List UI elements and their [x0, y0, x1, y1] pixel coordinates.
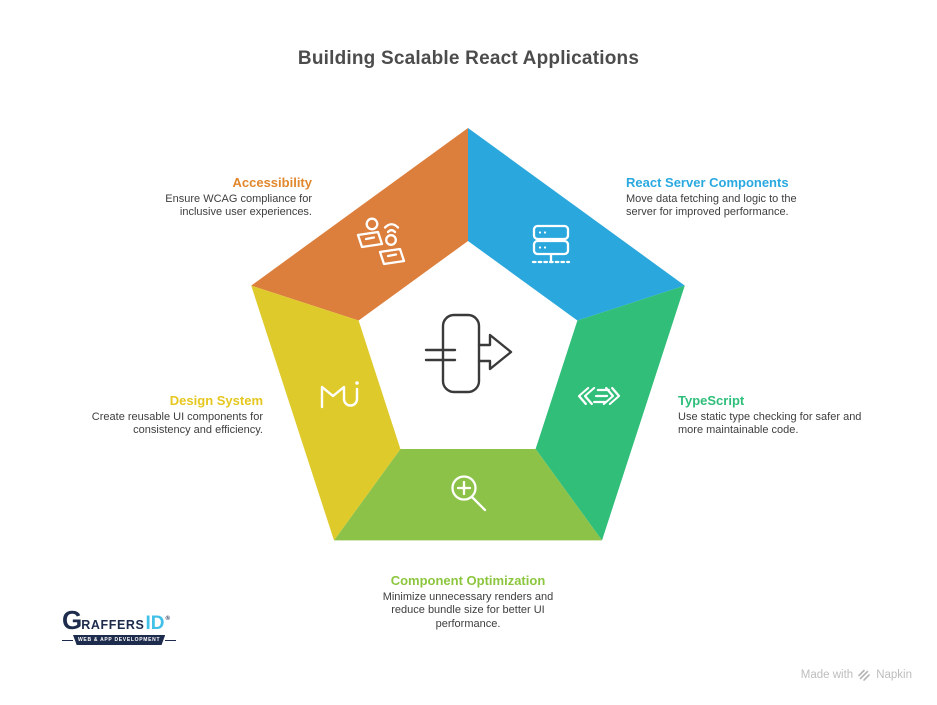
callout-accessibility-label: Accessibility [232, 175, 313, 190]
credit-prefix: Made with [800, 669, 854, 681]
logo-tagline-ribbon: WEB & APP DEVELOPMENT [62, 635, 182, 645]
callout-react-server-components: React Server Components Move data fetchi… [626, 175, 862, 220]
mui-icon [320, 381, 359, 409]
callout-accessibility-description: Ensure WCAG compliance for inclusive use… [165, 192, 312, 219]
page-title: Building Scalable React Applications [297, 48, 640, 69]
ribbon-line-left [62, 639, 73, 641]
callout-rsc-description: Move data fetching and logic to the serv… [626, 192, 797, 219]
ribbon-line-right [165, 639, 177, 641]
segment-accessibility [251, 128, 468, 321]
code-sync-icon [577, 386, 621, 406]
logo-id-text: ID [145, 613, 165, 634]
registered-mark: ® [165, 616, 170, 622]
callout-typescript-description: Use static type checking for safer and m… [678, 410, 862, 437]
users-wifi-icon [356, 217, 406, 266]
callout-optimization-label: Component Optimization [390, 573, 546, 588]
segment-typescript [535, 285, 685, 541]
napkin-credit: Made with Napkin [801, 668, 912, 682]
segment-react-server-components [468, 128, 685, 321]
credit-brand: Napkin [876, 669, 912, 681]
callout-typescript-label: TypeScript [678, 393, 745, 408]
callout-design-label: Design System [169, 393, 263, 408]
napkin-logo-icon [858, 669, 870, 681]
server-icon [531, 224, 571, 264]
callout-component-optimization: Component Optimization Minimize unnecess… [358, 573, 578, 631]
callout-design-description: Create reusable UI components for consis… [91, 410, 263, 437]
logo-tagline: WEB & APP DEVELOPMENT [73, 635, 166, 645]
component-export-icon [424, 313, 513, 394]
callout-design-system: Design System Create reusable UI compone… [55, 393, 263, 438]
segment-component-optimization [334, 449, 602, 541]
zoom-in-icon [451, 475, 487, 512]
callout-typescript: TypeScript Use static type checking for … [678, 393, 904, 438]
callout-optimization-description: Minimize unnecessary renders and reduce … [382, 590, 554, 630]
callout-accessibility: Accessibility Ensure WCAG compliance for… [100, 175, 313, 220]
logo-raffers-text: RAFFERS [81, 618, 145, 632]
segment-design-system [251, 285, 401, 541]
callout-rsc-label: React Server Components [626, 175, 789, 190]
logo-letter-g: G [62, 605, 82, 635]
